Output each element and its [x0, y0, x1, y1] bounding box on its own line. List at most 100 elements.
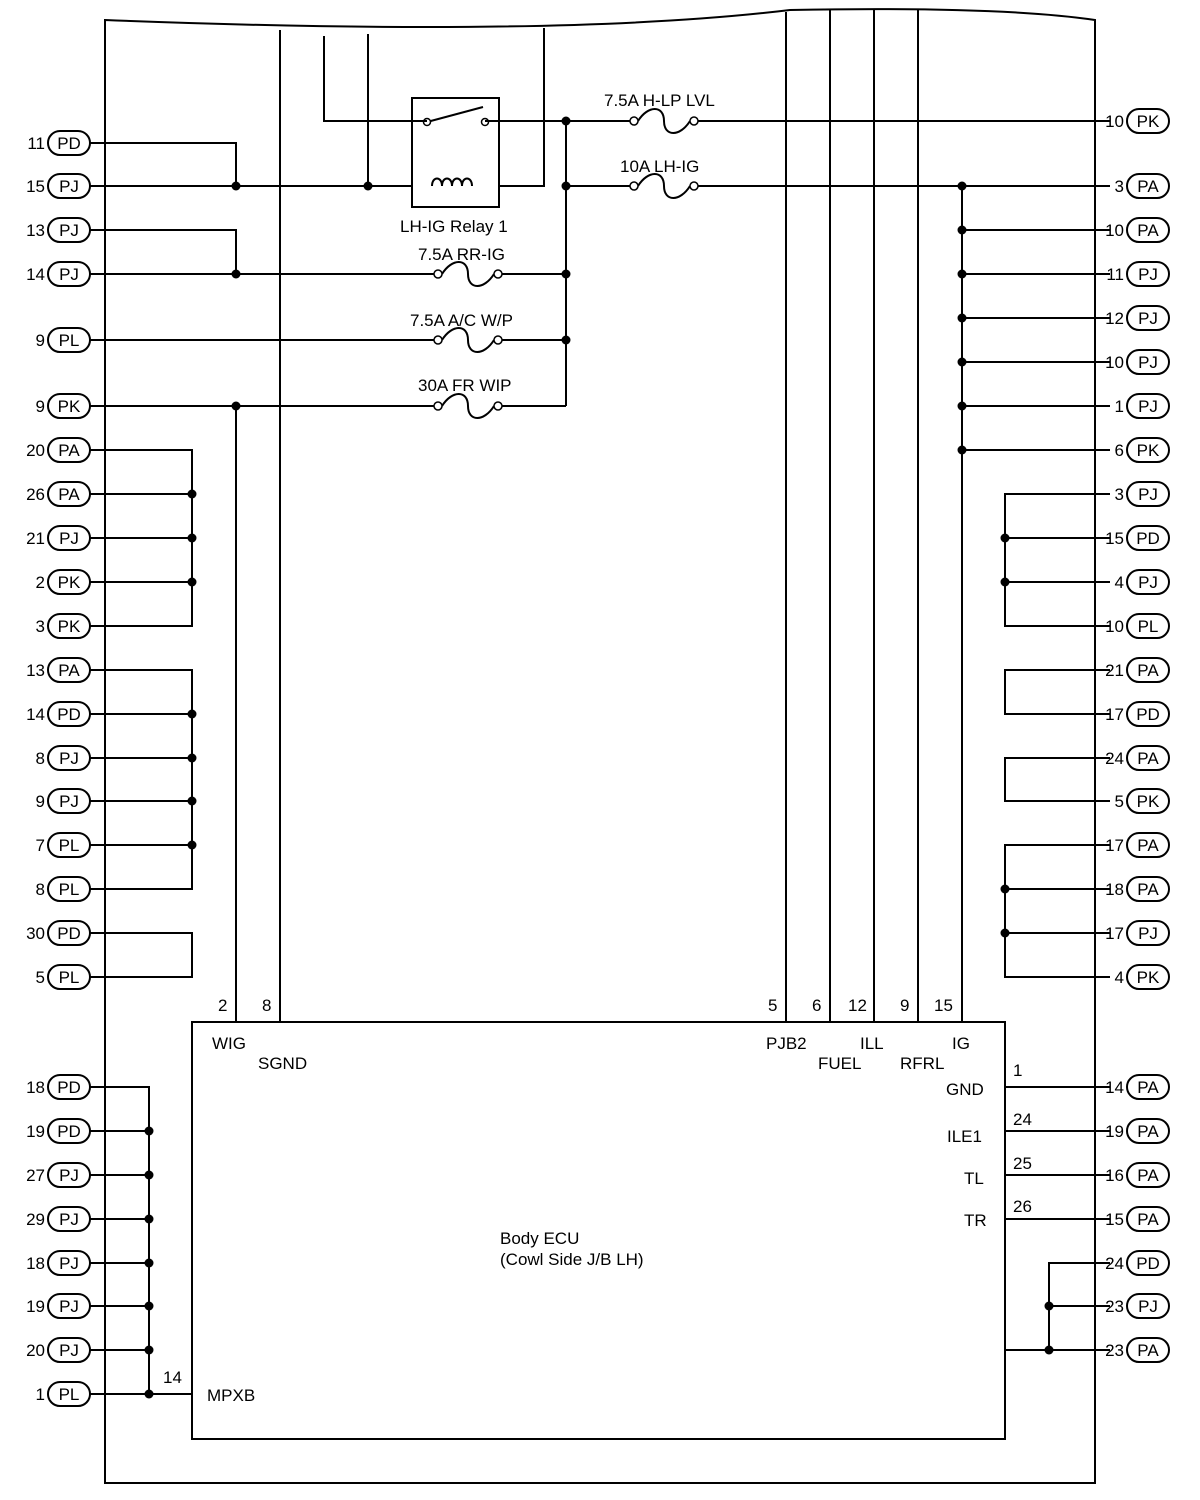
relay-switch-contact [426, 106, 484, 123]
ecu-name: Body ECU [500, 1229, 579, 1248]
connector-code: PJ [1138, 485, 1158, 504]
junction-dot [1044, 1301, 1054, 1311]
fuse-symbols [433, 108, 699, 419]
connector-pin-number: 20 [26, 441, 45, 460]
connector-pin-number: 3 [1115, 177, 1124, 196]
connector-badge [1126, 920, 1170, 946]
connector-badge [1126, 481, 1170, 507]
junction-dot [187, 577, 197, 587]
pin-mpxb: 14 [163, 1368, 182, 1387]
connector-pin-number: 5 [1115, 792, 1124, 811]
connector-pin-number: 9 [36, 792, 45, 811]
connector-code: PK [1137, 968, 1160, 987]
connector-badge [1126, 108, 1170, 134]
connector-pin-number: 3 [36, 617, 45, 636]
right-connector: 21 PA [1105, 657, 1170, 683]
pin-pjb2: 5 [768, 996, 777, 1015]
left-connector: 2 PK [36, 569, 91, 595]
connector-code: PK [58, 397, 81, 416]
connector-pin-number: 21 [1105, 661, 1124, 680]
connector-badge [47, 481, 91, 507]
connector-pin-number: 11 [1106, 265, 1124, 284]
junction-dot [144, 1301, 154, 1311]
junction-dot [144, 1170, 154, 1180]
junction-dot [957, 269, 967, 279]
junction-dot [957, 357, 967, 367]
terminal-rfrl: RFRL [900, 1054, 944, 1073]
wire [323, 36, 427, 122]
connector-code: PL [59, 836, 80, 855]
connector-badge [47, 1206, 91, 1232]
pin-sgnd: 8 [262, 996, 271, 1015]
terminal-gnd: GND [946, 1080, 984, 1099]
junction-dot [187, 489, 197, 499]
left-connector: 29 PJ [26, 1206, 91, 1232]
connector-code: PD [57, 1122, 81, 1141]
connector-code: PA [1137, 661, 1159, 680]
connector-pin-number: 16 [1105, 1166, 1124, 1185]
junction-dot [957, 225, 967, 235]
wire [1004, 844, 1095, 978]
connector-badge [47, 1381, 91, 1407]
connector-pin-number: 14 [26, 265, 45, 284]
connector-badge [47, 327, 91, 353]
connector-pin-number: 12 [1105, 309, 1124, 328]
connector-badge [1126, 832, 1170, 858]
junction-dot [1000, 928, 1010, 938]
fuse-label-hlp-lvl: 7.5A H-LP LVL [604, 91, 715, 110]
fuse-symbol [433, 327, 503, 353]
wire [105, 142, 237, 186]
connector-badge [1126, 876, 1170, 902]
connector-badge [1126, 1293, 1170, 1319]
junction-dot [231, 269, 241, 279]
junction-dot [144, 1389, 154, 1399]
junction-dot [561, 181, 571, 191]
connector-badge [47, 832, 91, 858]
connector-pin-number: 2 [36, 573, 45, 592]
connector-code: PJ [59, 1341, 79, 1360]
connector-badge [1126, 701, 1170, 727]
junction-dot [561, 335, 571, 345]
connector-code: PJ [1138, 265, 1158, 284]
connector-pin-number: 18 [26, 1078, 45, 1097]
pin-gnd: 1 [1013, 1061, 1022, 1080]
connector-code: PA [58, 485, 80, 504]
relay-coil [431, 177, 473, 187]
connector-code: PL [59, 880, 80, 899]
connector-pin-number: 17 [1105, 705, 1124, 724]
connector-code: PK [58, 573, 81, 592]
connector-pin-number: 19 [26, 1297, 45, 1316]
connector-badge [1126, 349, 1170, 375]
connector-pin-number: 1 [36, 1385, 45, 1404]
junction-dot [561, 116, 571, 126]
connector-badge [1126, 217, 1170, 243]
connector-badge [47, 173, 91, 199]
terminal-ile1: ILE1 [947, 1127, 982, 1146]
connector-pin-number: 29 [26, 1210, 45, 1229]
connector-badge [1126, 569, 1170, 595]
connector-code: PD [1136, 529, 1160, 548]
connector-code: PJ [59, 1210, 79, 1229]
connector-badge [47, 1074, 91, 1100]
connector-badge [47, 657, 91, 683]
junction-dot [187, 753, 197, 763]
connector-code: PA [1137, 1122, 1159, 1141]
connector-pin-number: 8 [36, 880, 45, 899]
fuse-label-rr-ig: 7.5A RR-IG [418, 245, 505, 264]
connector-code: PA [1137, 1166, 1159, 1185]
